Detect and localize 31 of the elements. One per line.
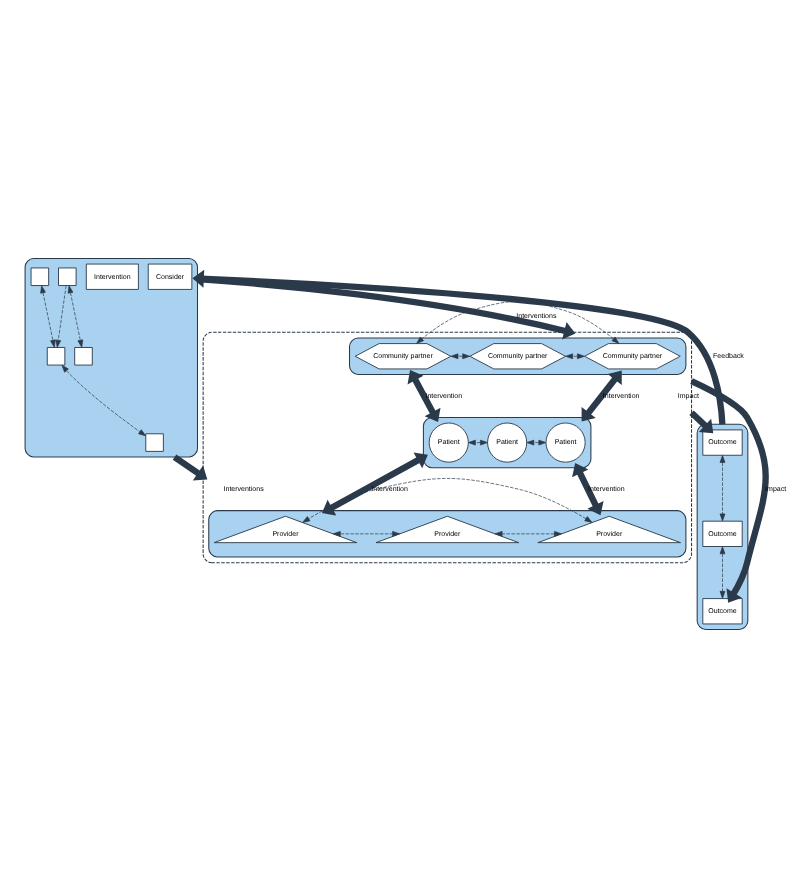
arrow <box>690 377 769 602</box>
cluster <box>696 422 749 630</box>
arrow <box>407 369 441 421</box>
arrow <box>40 284 56 347</box>
node-box <box>74 346 93 365</box>
arrow <box>55 284 67 347</box>
node-box <box>30 266 50 285</box>
node-box <box>46 346 66 365</box>
arrow <box>572 462 604 515</box>
arrow <box>719 545 726 598</box>
arrow <box>719 454 726 521</box>
arrow <box>67 284 84 347</box>
arrow <box>565 352 585 359</box>
cluster <box>208 509 687 557</box>
arrow <box>332 530 400 536</box>
node-box <box>58 266 77 285</box>
arrow <box>494 530 562 536</box>
arrow <box>321 451 428 515</box>
cluster <box>24 256 199 457</box>
cluster <box>422 415 592 468</box>
arrow <box>468 438 488 445</box>
node-box <box>145 432 164 451</box>
arrow <box>172 453 208 480</box>
arrow <box>192 268 726 424</box>
arrow <box>302 477 593 522</box>
arrow <box>689 409 714 433</box>
arrow <box>581 369 622 421</box>
arrow <box>450 352 471 359</box>
arrow <box>61 363 146 436</box>
arrow <box>526 438 547 445</box>
arrow <box>416 300 620 343</box>
